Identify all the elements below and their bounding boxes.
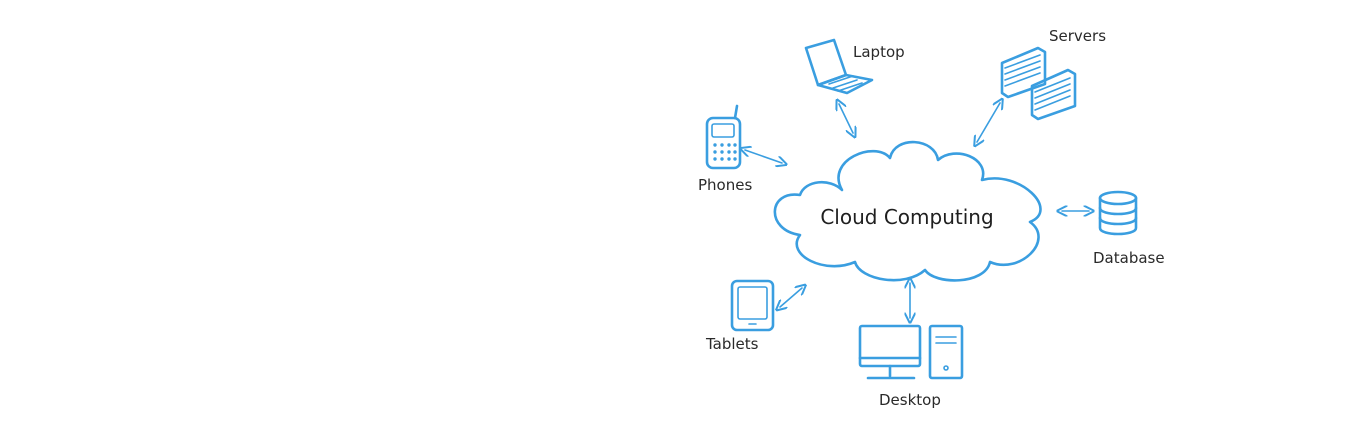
- database-node: Database: [1093, 190, 1165, 267]
- phones-label: Phones: [698, 176, 752, 194]
- tablet-icon: [730, 279, 775, 332]
- laptop-node: Laptop: [804, 38, 905, 95]
- connection-arrows: [745, 103, 1089, 318]
- servers-icon: [1000, 46, 1077, 121]
- phones-node: Phones: [698, 104, 752, 194]
- laptop-connector: [839, 104, 853, 133]
- tablets-node: Tablets: [705, 279, 775, 353]
- cloud-shape: Cloud Computing: [773, 140, 1042, 282]
- phones-connector: [745, 150, 782, 163]
- laptop-icon: [804, 38, 874, 95]
- database-icon: [1098, 190, 1138, 236]
- desktop-node: Desktop: [858, 324, 964, 409]
- tablets-label: Tablets: [705, 335, 759, 353]
- laptop-label: Laptop: [853, 43, 905, 61]
- desktop-label: Desktop: [879, 391, 941, 409]
- cloud-center-label: Cloud Computing: [820, 205, 993, 229]
- desktop-icon: [858, 324, 964, 380]
- servers-node: Servers: [1000, 27, 1106, 121]
- database-label: Database: [1093, 249, 1165, 267]
- tablets-connector: [780, 288, 802, 307]
- servers-connector: [977, 103, 1000, 142]
- phone-icon: [705, 104, 742, 170]
- servers-label: Servers: [1049, 27, 1106, 45]
